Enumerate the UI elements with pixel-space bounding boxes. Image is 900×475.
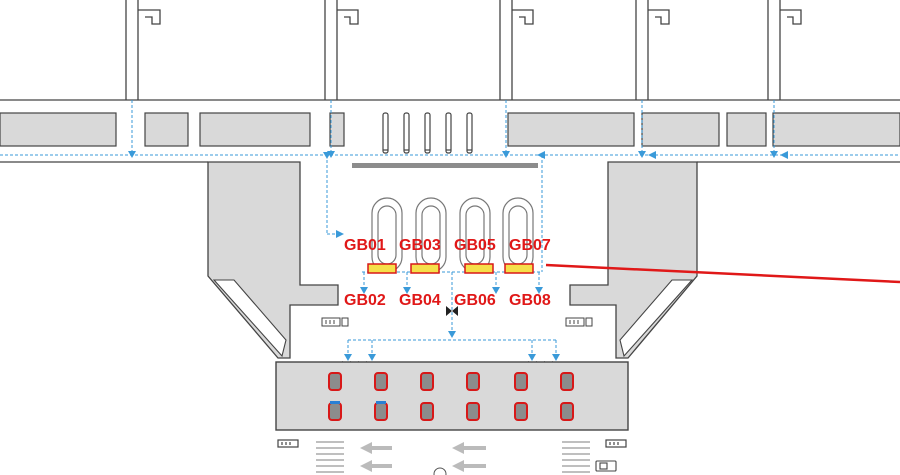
stair-lines — [316, 441, 590, 473]
seat-icon — [420, 372, 434, 391]
bollard — [445, 112, 452, 154]
corridor-block — [641, 112, 720, 147]
bollard — [424, 112, 431, 154]
gate-label-gb03: GB03 — [399, 237, 441, 254]
corridor-block — [199, 112, 311, 147]
seat-icon — [514, 372, 528, 391]
seat-icon — [374, 402, 388, 421]
seat-icon — [328, 402, 342, 421]
vehicle-icon — [595, 460, 617, 472]
gate-label-gb02: GB02 — [344, 292, 386, 309]
glass-wall-icon — [321, 317, 341, 327]
shaft-1 — [125, 0, 161, 100]
gate-markers — [367, 263, 534, 274]
direction-arrows — [360, 442, 486, 472]
gate-label-gb06: GB06 — [454, 292, 496, 309]
seats — [328, 372, 574, 421]
shaft-4 — [635, 0, 670, 100]
seat-icon — [374, 372, 388, 391]
flow-arrowheads — [128, 151, 788, 361]
seat-icon — [514, 402, 528, 421]
seat-icon — [328, 372, 342, 391]
wing-diagonals — [212, 279, 694, 358]
direction-arrow-icon — [452, 460, 486, 472]
glass-wall-icon — [565, 317, 585, 327]
seat-icon — [560, 372, 574, 391]
gate-loops — [371, 197, 534, 273]
shaft-5 — [767, 0, 802, 100]
corridor-block — [507, 112, 635, 147]
seat-icon — [466, 402, 480, 421]
upper-shafts — [125, 0, 802, 100]
gate-label-gb07: GB07 — [509, 237, 551, 254]
gate-label-gb08: GB08 — [509, 292, 551, 309]
escalator-icon — [605, 439, 627, 448]
threshold-bar — [352, 163, 538, 168]
door-icons — [342, 306, 560, 370]
gate-label-gb05: GB05 — [454, 237, 496, 254]
waiting-hall — [275, 361, 629, 431]
shaft-2 — [324, 0, 359, 100]
corridor-block — [329, 112, 345, 147]
glass-panels — [321, 317, 593, 327]
gate-labels: GB01 GB03 GB05 GB07 GB02 GB04 GB06 GB08 — [344, 237, 551, 309]
bollard — [382, 112, 389, 154]
gate-marker — [410, 263, 440, 274]
shaft-3 — [499, 0, 534, 100]
corridor-block — [726, 112, 767, 147]
gate-loop — [502, 197, 534, 273]
bollard — [466, 112, 473, 154]
gate-label-gb01: GB01 — [344, 237, 386, 254]
gate-marker — [464, 263, 494, 274]
bollard — [403, 112, 410, 154]
gate-loop — [415, 197, 447, 273]
direction-arrow-icon — [360, 442, 392, 454]
corridor-block — [144, 112, 189, 147]
seat-icon — [466, 372, 480, 391]
bollards — [382, 112, 473, 154]
seat-icon — [420, 402, 434, 421]
corridor — [0, 99, 900, 163]
door-icon — [446, 306, 458, 316]
corridor-block — [0, 112, 117, 147]
gate-marker — [367, 263, 397, 274]
direction-arrow-icon — [452, 442, 486, 454]
seat-icon — [560, 402, 574, 421]
lower-area — [277, 439, 627, 473]
escalator-icon — [277, 439, 299, 448]
gate-label-gb04: GB04 — [399, 292, 441, 309]
direction-arrow-icon — [360, 460, 392, 472]
gate-loop — [371, 197, 403, 273]
seat-accents — [330, 401, 386, 404]
gate-marker — [504, 263, 534, 274]
gate-loop — [459, 197, 491, 273]
pointer-line — [545, 263, 900, 284]
corridor-block — [772, 112, 900, 147]
marker-circle — [433, 467, 447, 475]
corridor-blocks — [0, 112, 900, 147]
